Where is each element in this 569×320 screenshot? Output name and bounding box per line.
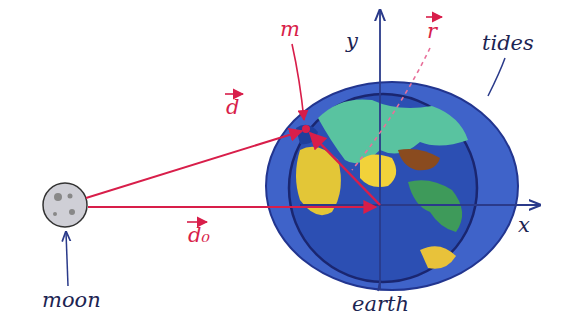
- moon-disc: [43, 183, 87, 227]
- crater: [69, 209, 75, 215]
- vector-accent: [426, 16, 442, 18]
- continent: [420, 246, 456, 269]
- vector-accent: [225, 93, 243, 95]
- crater: [68, 194, 73, 199]
- diagram-label: r: [425, 20, 439, 43]
- diagram-label: x: [516, 214, 532, 237]
- leader-line: [488, 58, 505, 96]
- mass-point: [302, 125, 310, 133]
- continent: [360, 154, 396, 187]
- diagram-label: d: [224, 96, 241, 119]
- vector-d0: [88, 206, 376, 208]
- vector-r: [310, 133, 380, 205]
- diagram-label: tides: [480, 32, 536, 55]
- x-axis: [300, 204, 540, 206]
- earth-globe: [289, 94, 477, 282]
- continent: [398, 149, 440, 170]
- leader-line: [352, 48, 430, 170]
- diagram-label: earth: [350, 293, 411, 316]
- diagram-label: moon: [40, 289, 103, 312]
- diagram-label: y: [344, 30, 360, 53]
- continent: [408, 180, 462, 232]
- diagram-label: d₀: [186, 224, 212, 247]
- leader-line: [378, 280, 380, 291]
- crater: [54, 193, 62, 201]
- leader-line: [66, 232, 68, 286]
- leader-line: [292, 44, 304, 120]
- continent: [296, 125, 318, 144]
- y-axis: [379, 10, 381, 290]
- vector-d: [86, 131, 302, 198]
- crater: [53, 212, 57, 216]
- vector-accent: [187, 221, 207, 223]
- continent: [318, 99, 468, 163]
- diagram-label: m: [278, 18, 302, 41]
